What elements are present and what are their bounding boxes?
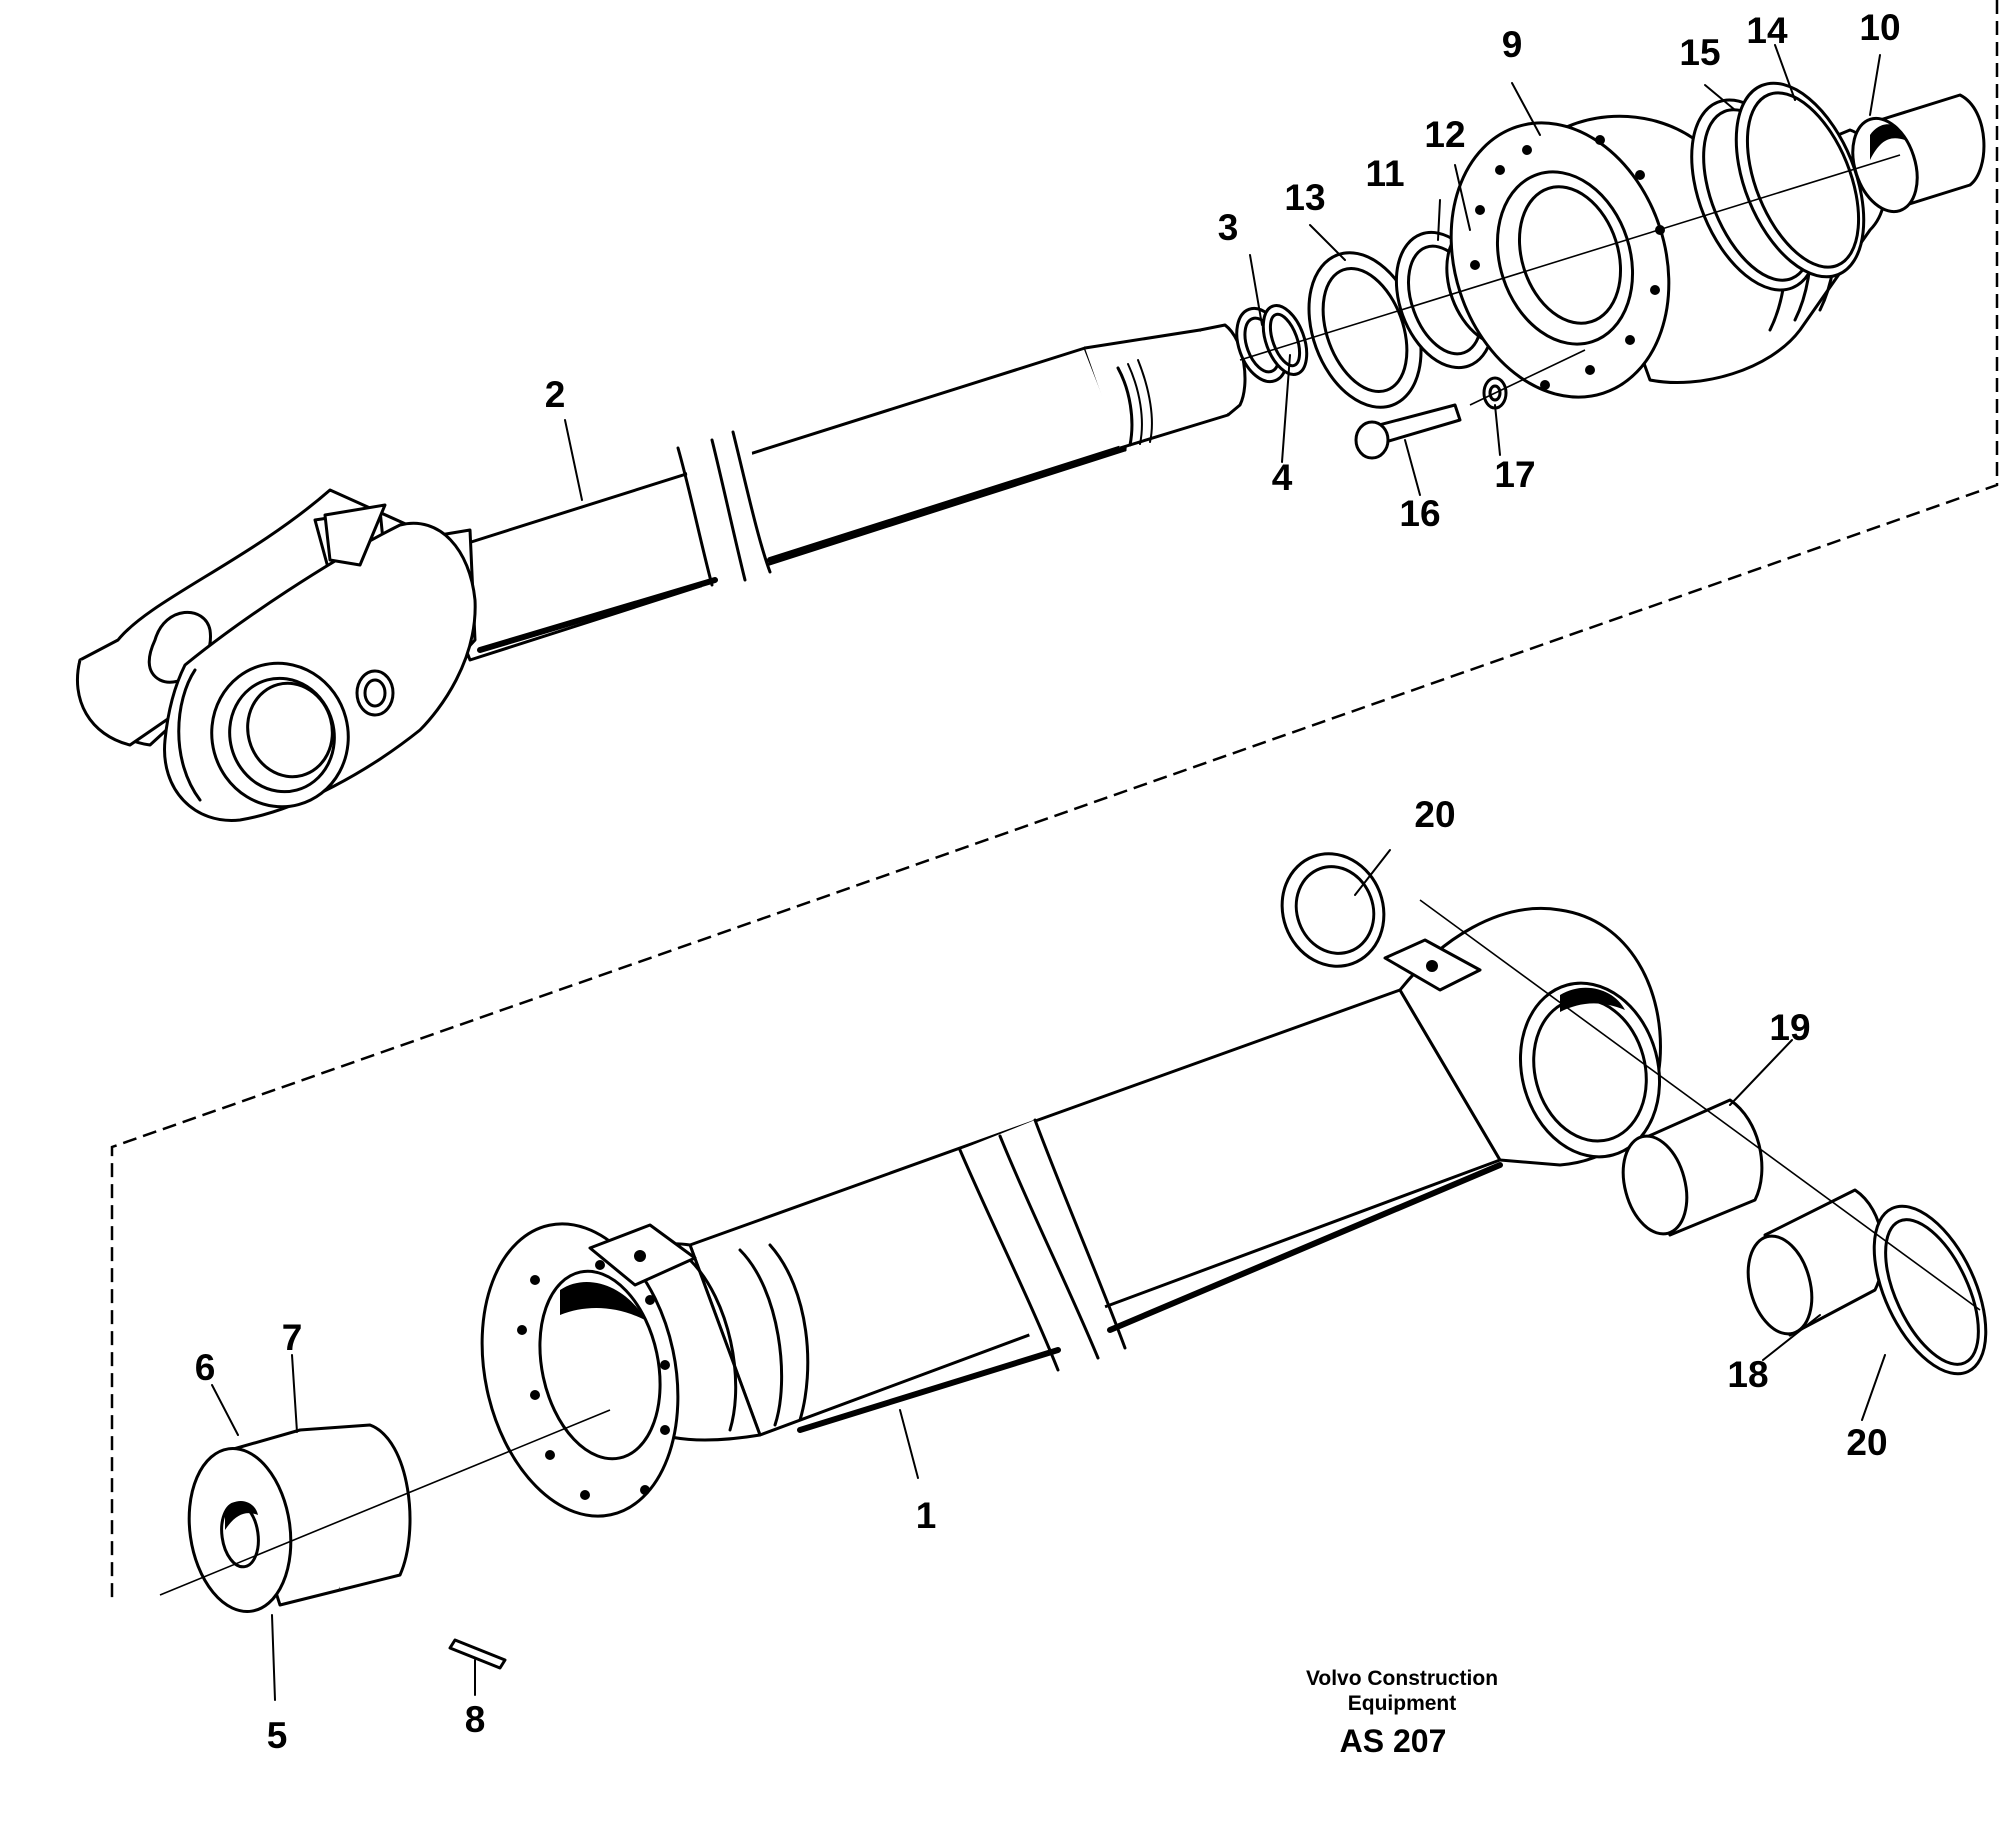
callout-4: 4 (1272, 457, 1293, 498)
callout-14: 14 (1746, 10, 1788, 51)
screw-and-washer (1354, 376, 1508, 460)
piston (187, 1423, 507, 1670)
leader-lines (211, 44, 1886, 1701)
callout-1: 1 (916, 1495, 937, 1536)
callout-16: 16 (1399, 493, 1440, 534)
callout-9: 9 (1502, 24, 1523, 65)
head-bolt-holes (1470, 135, 1665, 390)
tube-flange-holes (517, 1260, 670, 1500)
footer-caption: Volvo Construction Equipment AS 207 (1306, 1667, 1498, 1759)
callout-13: 13 (1284, 177, 1325, 218)
axis-lines (159, 154, 1981, 1596)
callout-19: 19 (1769, 1007, 1810, 1048)
footer-company-line1: Volvo Construction (1306, 1667, 1498, 1690)
callout-20-top: 20 (1414, 794, 1455, 835)
callout-18: 18 (1727, 1354, 1768, 1395)
callout-2: 2 (545, 374, 566, 415)
footer-drawing-code: AS 207 (1340, 1723, 1447, 1759)
rod-clevis-eye (75, 488, 477, 822)
callout-labels: 1 2 3 4 5 6 7 8 9 10 11 12 13 14 15 16 1… (195, 7, 1901, 1756)
piston-rod (428, 323, 1247, 662)
callout-3: 3 (1218, 207, 1239, 248)
footer-company-line2: Equipment (1348, 1692, 1457, 1715)
assembly-dashed-frame (110, 0, 1999, 1603)
head-rings-and-bushing (1690, 81, 1986, 292)
callout-12: 12 (1424, 114, 1465, 155)
cylinder-tube (480, 907, 1662, 1518)
callout-8: 8 (465, 1699, 486, 1740)
callout-10: 10 (1859, 7, 1900, 48)
tube-eye-bushings (1280, 852, 1988, 1376)
callout-7: 7 (282, 1317, 303, 1358)
callout-11: 11 (1365, 153, 1404, 194)
callout-17: 17 (1494, 454, 1535, 495)
callout-15: 15 (1679, 32, 1720, 73)
callout-20-bottom: 20 (1846, 1422, 1887, 1463)
callout-6: 6 (195, 1347, 216, 1388)
callout-5: 5 (267, 1715, 288, 1756)
